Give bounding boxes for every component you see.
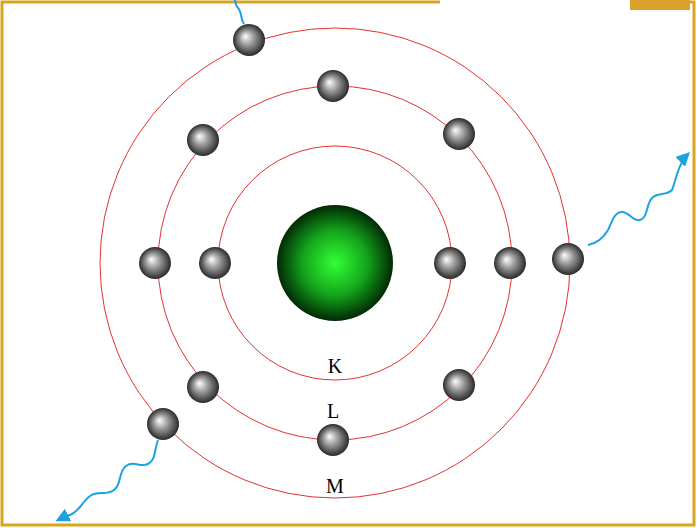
shell-label: K bbox=[328, 356, 342, 376]
nucleus bbox=[277, 205, 393, 321]
electron bbox=[187, 371, 219, 403]
electron bbox=[317, 424, 349, 456]
electron bbox=[494, 247, 526, 279]
photon-wave bbox=[58, 440, 158, 520]
electrons bbox=[139, 24, 584, 456]
electron bbox=[434, 247, 466, 279]
electron bbox=[147, 408, 179, 440]
electron bbox=[139, 247, 171, 279]
electron bbox=[233, 24, 265, 56]
shell-orbits bbox=[100, 28, 570, 498]
shell-orbit bbox=[218, 146, 452, 380]
photon-waves bbox=[58, 0, 688, 520]
shell-orbit bbox=[158, 86, 512, 440]
photon-wave bbox=[234, 0, 244, 24]
shell-label: L bbox=[327, 401, 339, 421]
top-gap bbox=[440, 0, 630, 5]
electron bbox=[317, 70, 349, 102]
electron bbox=[443, 118, 475, 150]
shell-orbit bbox=[100, 28, 570, 498]
top-tab bbox=[630, 0, 690, 10]
electron bbox=[199, 247, 231, 279]
electron bbox=[187, 124, 219, 156]
electron bbox=[552, 243, 584, 275]
photon-wave bbox=[588, 154, 688, 245]
shell-label: M bbox=[326, 476, 344, 496]
electron bbox=[443, 369, 475, 401]
